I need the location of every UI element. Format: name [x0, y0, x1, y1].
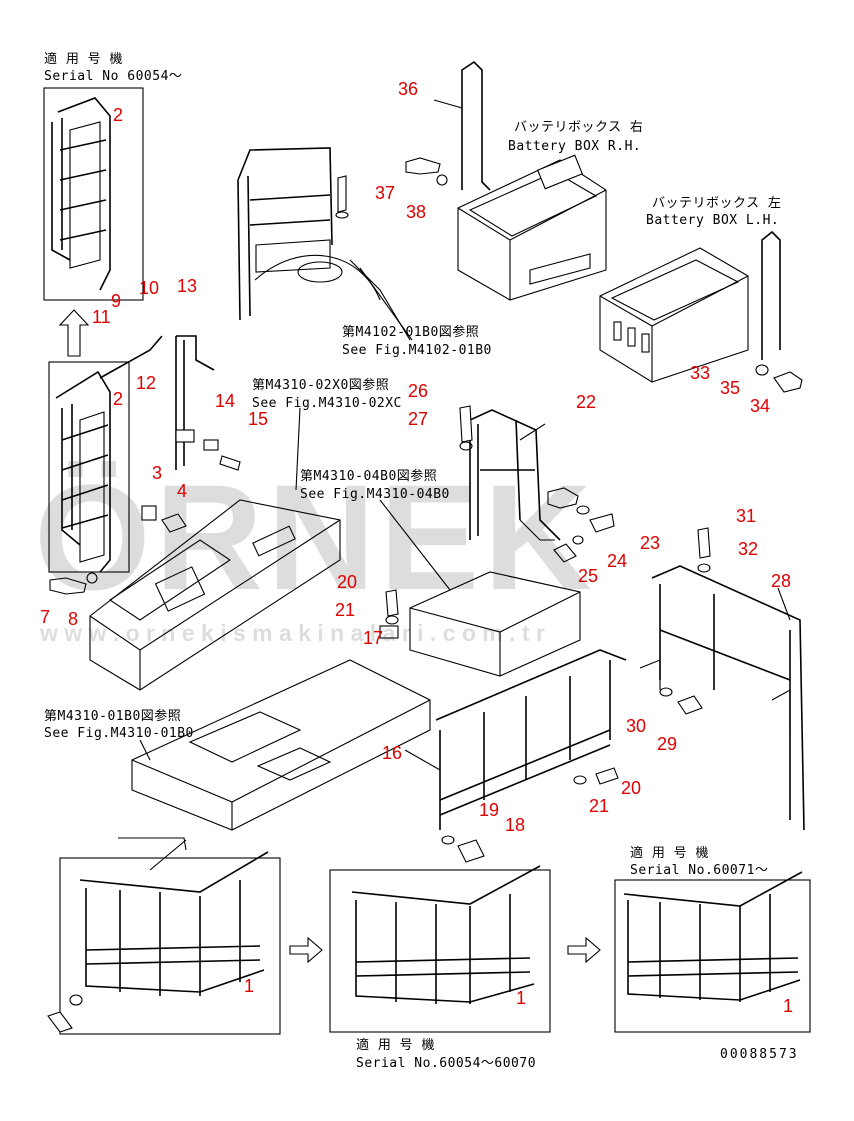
- battery-box-lh: [599, 247, 749, 383]
- callout-33: 33: [690, 363, 711, 383]
- callout-20b: 20: [621, 778, 642, 798]
- bottom-railing-1: [79, 851, 269, 996]
- callout-11: 11: [92, 307, 111, 327]
- up-arrow-icon: [58, 309, 90, 357]
- serial-mid: Serial No.60054～60070: [356, 1056, 537, 1071]
- bolt-37: [405, 157, 441, 175]
- right-arrow-icon: [289, 936, 323, 964]
- frame-panel: [89, 499, 341, 691]
- bottom-frame-3: [614, 879, 811, 1033]
- ref-m4310-01: See Fig.M4310-01B0: [44, 726, 194, 741]
- callout-14: 14: [215, 391, 236, 411]
- handrail-28: [639, 565, 805, 831]
- callout-3: 3: [152, 463, 163, 483]
- callout-1a: 1: [244, 976, 255, 996]
- serial-right-jp: 適 用 号 機: [630, 846, 709, 861]
- callout-18: 18: [505, 815, 526, 835]
- callout-21a: 21: [335, 600, 356, 620]
- handrail-ladder-top: [51, 97, 111, 291]
- battery-rh-jp: バッテリボックス 右: [514, 120, 644, 135]
- callout-38: 38: [406, 202, 427, 222]
- serial-top-jp: 適 用 号 機: [44, 52, 123, 67]
- serial-right: Serial No.60071～: [630, 863, 769, 878]
- inset-frame-left: [48, 361, 130, 573]
- ref-m4310-02-jp: 第M4310-02X0図参照: [252, 378, 390, 393]
- bottom-frame-1: [59, 857, 281, 1035]
- bottom-railing-2: [351, 865, 541, 1004]
- battery-lh-jp: バッテリボックス 左: [652, 196, 782, 211]
- callout-19: 19: [479, 800, 500, 820]
- ref-m4310-01-jp: 第M4310-01B0図参照: [44, 709, 182, 724]
- callout-1c: 1: [783, 996, 794, 1016]
- callout-22: 22: [576, 392, 597, 412]
- callout-16: 16: [382, 743, 403, 763]
- serial-mid-jp: 適 用 号 機: [356, 1038, 435, 1053]
- railing-16: [435, 649, 627, 830]
- callout-26: 26: [408, 381, 429, 401]
- ref-m4102: See Fig.M4102-01B0: [342, 343, 492, 358]
- callout-2b: 2: [113, 389, 124, 409]
- floor-plate: [131, 659, 431, 831]
- callout-29: 29: [657, 734, 678, 754]
- right-arrow-icon: [567, 936, 601, 964]
- inset-frame-top: [43, 87, 144, 301]
- callout-27: 27: [408, 409, 429, 429]
- callout-17: 17: [363, 628, 384, 648]
- callout-32: 32: [738, 539, 759, 559]
- callout-2a: 2: [113, 105, 124, 125]
- callout-1b: 1: [516, 988, 527, 1008]
- callout-21b: 21: [589, 796, 610, 816]
- callout-20a: 20: [337, 572, 358, 592]
- callout-31: 31: [736, 506, 757, 526]
- callout-9: 9: [111, 291, 122, 311]
- callout-25: 25: [578, 566, 599, 586]
- callout-15: 15: [248, 409, 269, 429]
- watermark-logo: ÖRNEK: [34, 453, 596, 621]
- callout-4: 4: [177, 481, 188, 501]
- ref-m4310-04-jp: 第M4310-04B0図参照: [300, 469, 438, 484]
- ref-m4310-02: See Fig.M4310-02XC: [252, 396, 402, 411]
- callout-24: 24: [607, 551, 628, 571]
- battery-box-rh: [457, 154, 607, 301]
- watermark-url: w w w . o r n e k i s m a k i n a l a r …: [40, 620, 545, 646]
- bracket-13: [176, 335, 215, 371]
- callout-35: 35: [720, 378, 741, 398]
- step-box: [409, 571, 581, 677]
- handrail-center-top: [237, 147, 411, 341]
- bottom-frame-2: [329, 869, 551, 1033]
- handrail-ladder-left: [55, 370, 111, 573]
- bottom-railing-3: [623, 871, 803, 1002]
- callout-12: 12: [136, 373, 157, 393]
- callout-23: 23: [640, 533, 661, 553]
- callout-7: 7: [40, 607, 51, 627]
- callout-36: 36: [398, 79, 419, 99]
- callout-13: 13: [177, 276, 198, 296]
- callout-37: 37: [375, 183, 396, 203]
- serial-top: Serial No 60054～: [44, 69, 183, 84]
- callout-8: 8: [68, 609, 79, 629]
- callout-10: 10: [139, 278, 160, 298]
- drawing-number: 00088573: [720, 1047, 799, 1062]
- ref-m4310-04: See Fig.M4310-04B0: [300, 487, 450, 502]
- wire-harness: [99, 335, 163, 379]
- handle-36: [461, 60, 491, 191]
- callout-34: 34: [750, 396, 771, 416]
- battery-rh: Battery BOX R.H.: [508, 139, 642, 154]
- callout-28: 28: [771, 571, 792, 591]
- battery-lh: Battery BOX L.H.: [646, 213, 780, 228]
- ref-m4102-jp: 第M4102-01B0図参照: [342, 325, 480, 340]
- callout-30: 30: [626, 716, 647, 736]
- handle-33: [761, 230, 781, 360]
